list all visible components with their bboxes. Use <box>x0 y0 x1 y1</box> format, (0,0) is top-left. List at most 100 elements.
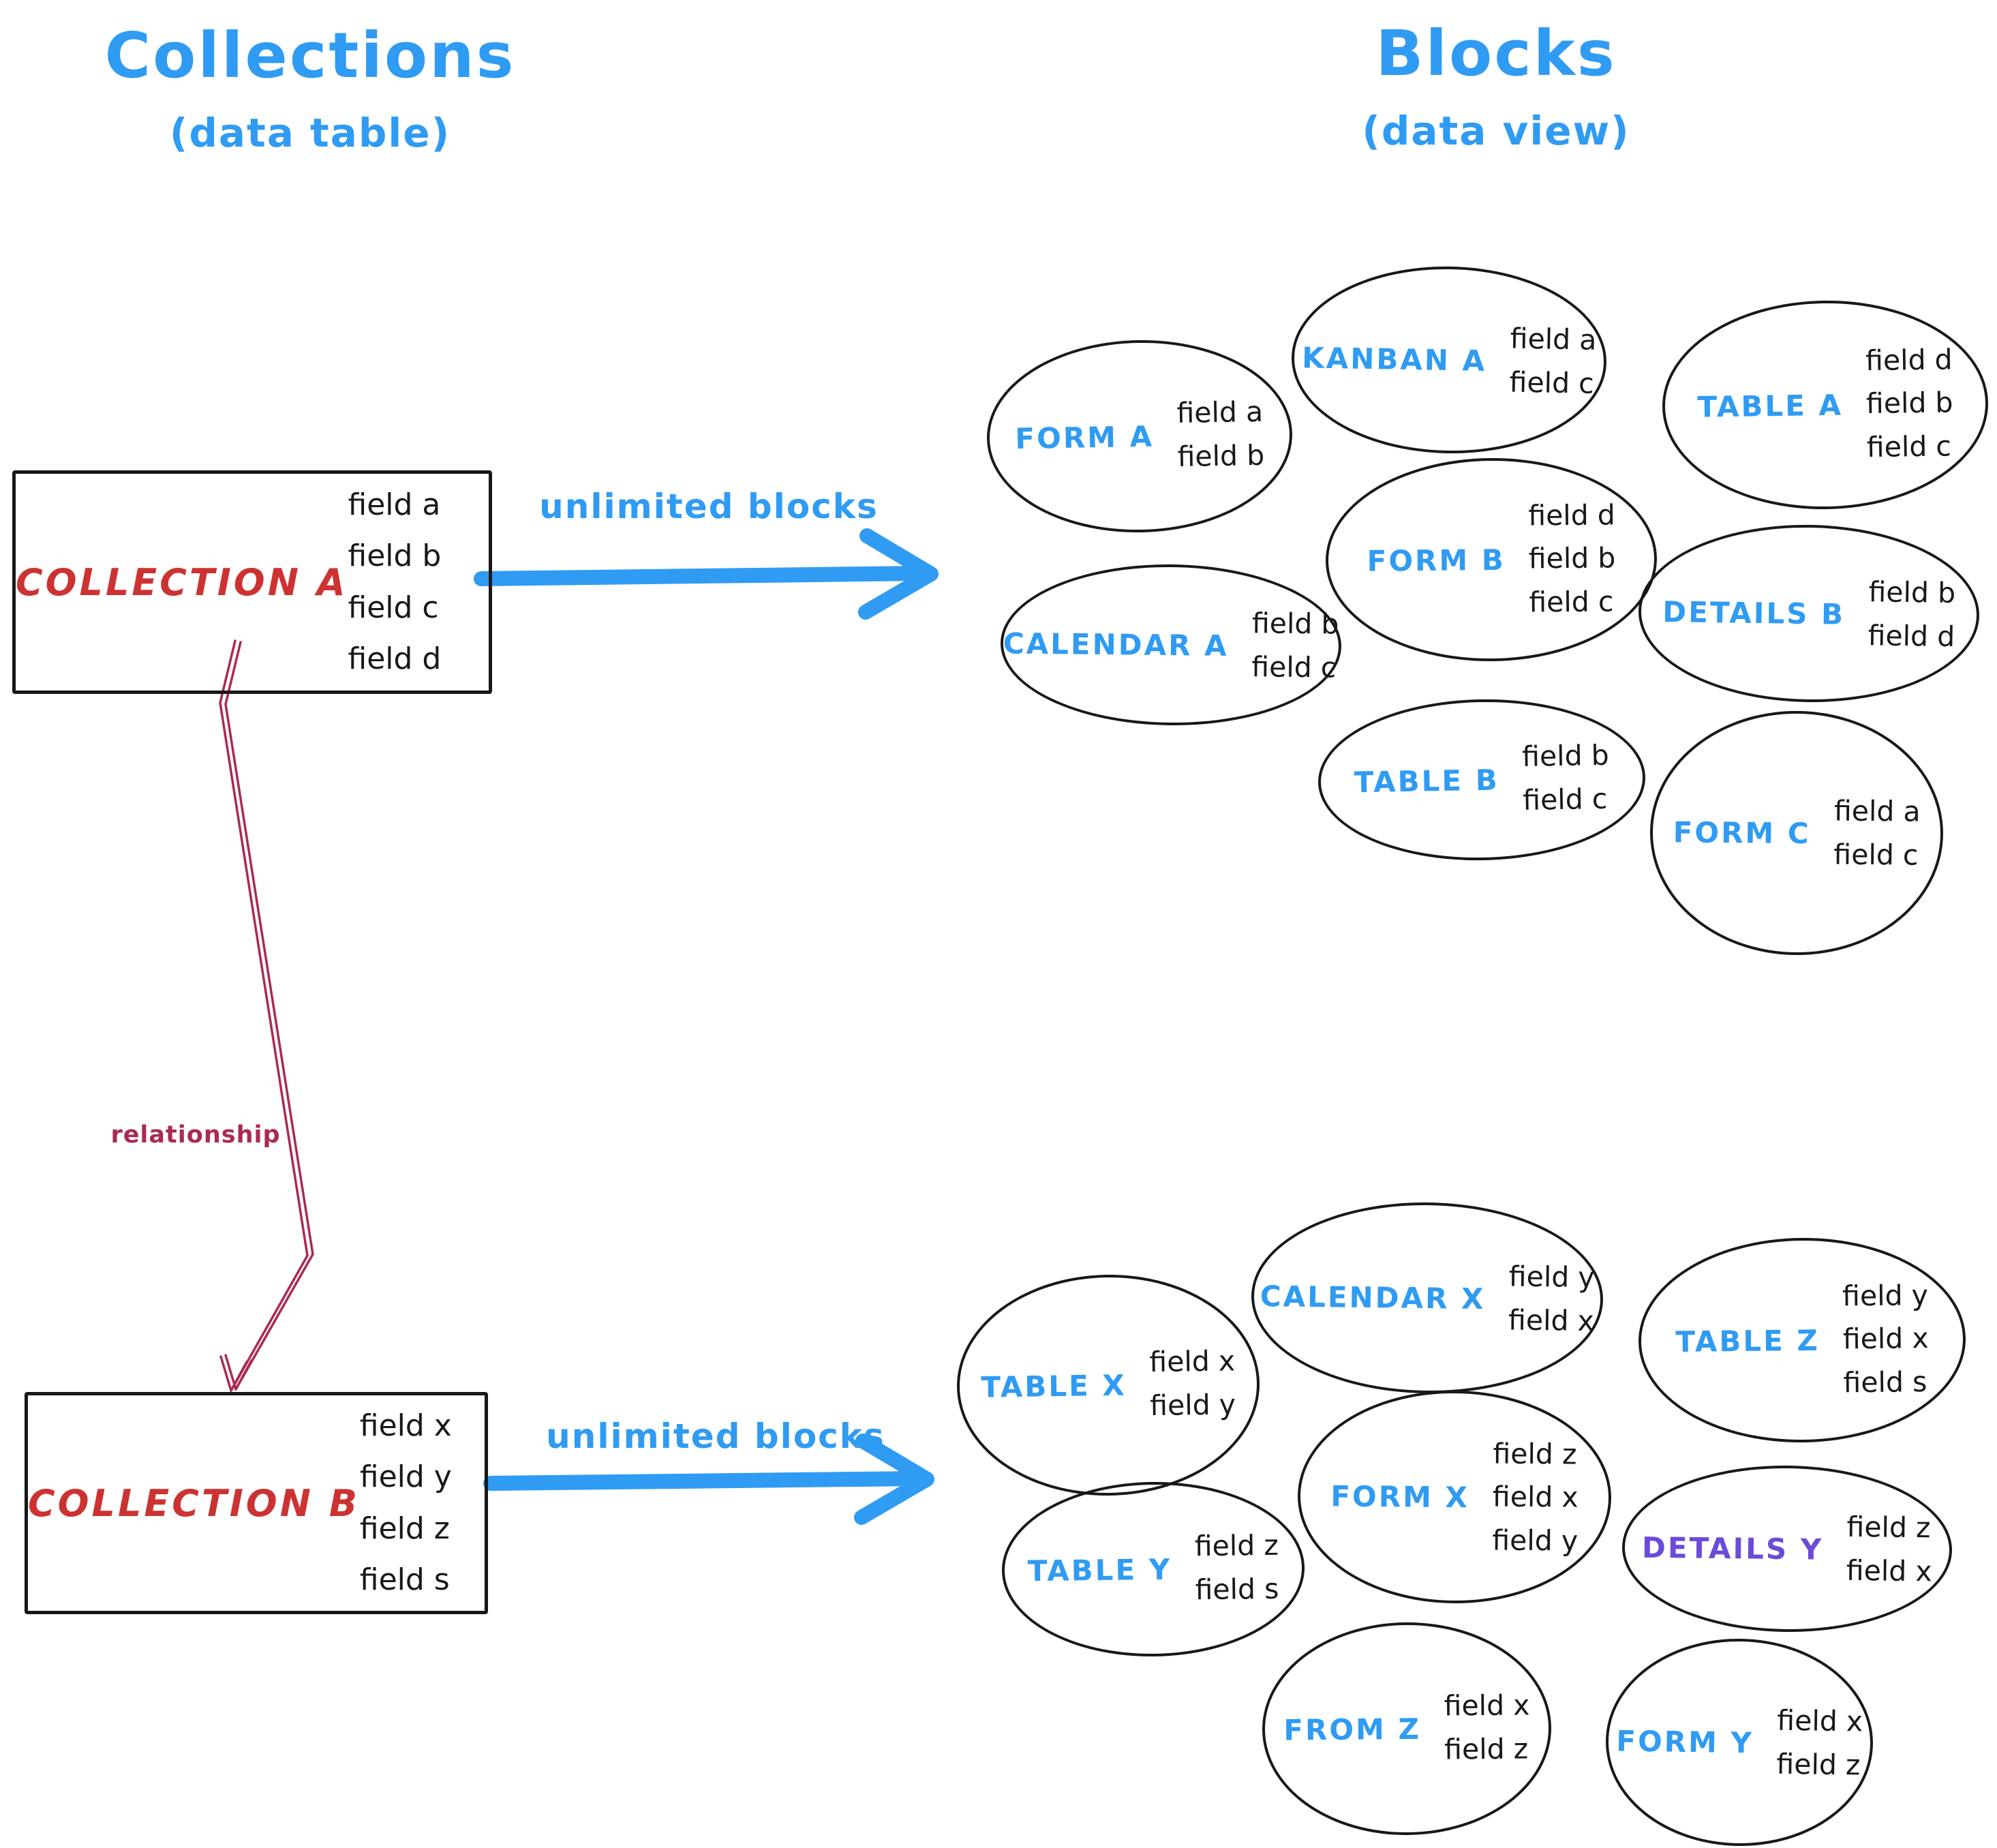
collection-a-field: field d <box>348 641 442 676</box>
unlimited-blocks-arrow-top <box>474 528 939 620</box>
block-fields: field z field x <box>1846 1506 1933 1593</box>
block-field: field b <box>1521 739 1610 774</box>
block-fields: field z field x field y <box>1492 1432 1579 1563</box>
block-field: field x <box>1444 1688 1530 1723</box>
collection-a-fields: field a field b field c field d <box>348 487 489 676</box>
block-field: field x <box>1149 1344 1236 1379</box>
block-field: field y <box>1149 1388 1236 1423</box>
block-field: field z <box>1194 1529 1279 1563</box>
block-field: field y <box>1508 1260 1595 1294</box>
block-field: field z <box>1493 1437 1577 1471</box>
block-field: field c <box>1522 782 1608 817</box>
block-label: FORM A <box>1014 419 1155 455</box>
unlimited-blocks-arrow-bottom <box>483 1434 934 1525</box>
collections-subtitle: (data table) <box>169 110 451 156</box>
collections-heading: Collections (data table) <box>78 19 542 156</box>
block-field: field y <box>1842 1278 1929 1313</box>
block-inner: FROM Z field x field z <box>1264 1624 1550 1834</box>
block-label: FROM Z <box>1283 1712 1422 1747</box>
collection-b-field: field s <box>359 1562 450 1597</box>
block-label: TABLE B <box>1354 763 1500 799</box>
block-field: field c <box>1529 585 1614 619</box>
block-fields: field y field x field s <box>1842 1274 1930 1405</box>
block-field: field y <box>1492 1524 1579 1558</box>
collection-b-field: field x <box>359 1408 452 1443</box>
block-label: TABLE X <box>981 1368 1127 1404</box>
block-table-x: TABLE X field x field y <box>955 1272 1262 1498</box>
block-field: field b <box>1865 386 1953 421</box>
collection-b-field: field z <box>359 1511 450 1546</box>
block-label: TABLE A <box>1697 388 1844 424</box>
block-field: field b <box>1251 607 1339 641</box>
block-field: field a <box>1510 322 1597 357</box>
block-label: DETAILS Y <box>1641 1530 1824 1566</box>
block-fields: field a field c <box>1509 318 1597 406</box>
block-field: field a <box>1176 395 1264 430</box>
block-field: field z <box>1444 1732 1529 1766</box>
block-details-y: DETAILS Y field z field x <box>1621 1464 1953 1634</box>
blocks-subtitle: (data view) <box>1362 108 1630 154</box>
block-label: FORM B <box>1367 543 1506 578</box>
block-inner: TABLE B field b field c <box>1320 699 1644 860</box>
block-field: field z <box>1776 1747 1861 1782</box>
block-label: DETAILS B <box>1662 594 1846 631</box>
block-field: field a <box>1833 794 1921 829</box>
block-inner: FORM X field z field x field y <box>1300 1392 1610 1602</box>
relationship-arrow <box>219 639 314 1392</box>
block-table-b: TABLE B field b field c <box>1316 696 1647 864</box>
block-fields: field a field c <box>1833 790 1921 877</box>
block-field: field c <box>1509 365 1595 400</box>
block-from-z: FROM Z field x field z <box>1261 1621 1553 1836</box>
block-inner: TABLE X field x field y <box>958 1275 1258 1495</box>
block-field: field z <box>1846 1511 1931 1545</box>
block-kanban-a: KANBAN A field a field c <box>1290 263 1609 457</box>
blocks-heading: Blocks (data view) <box>1264 17 1728 154</box>
block-field: field c <box>1833 838 1919 872</box>
collection-b-field: field y <box>359 1459 452 1495</box>
collection-a-field: field b <box>348 539 442 574</box>
unlimited-blocks-label-bottom: unlimited blocks <box>546 1417 885 1456</box>
block-inner: KANBAN A field a field c <box>1293 267 1606 453</box>
block-field: field c <box>1866 429 1952 464</box>
block-label: CALENDAR X <box>1260 1279 1486 1316</box>
block-label: KANBAN A <box>1301 340 1487 378</box>
collection-a-field: field a <box>348 487 441 522</box>
block-label: FORM Y <box>1616 1723 1754 1759</box>
block-label: FORM X <box>1330 1479 1470 1514</box>
block-fields: field b field c <box>1522 734 1611 822</box>
block-inner: DETAILS Y field z field x <box>1624 1467 1950 1631</box>
block-field: field s <box>1843 1365 1927 1399</box>
block-field: field x <box>1842 1322 1929 1356</box>
block-field: field b <box>1868 575 1956 610</box>
block-field: field x <box>1846 1554 1932 1588</box>
block-fields: field x field y <box>1149 1340 1236 1428</box>
block-field: field d <box>1528 498 1615 532</box>
block-field: field x <box>1492 1480 1579 1514</box>
block-label: CALENDAR A <box>1003 626 1229 663</box>
collection-a-label: COLLECTION A <box>16 560 348 604</box>
collection-a-box: COLLECTION A field a field b field c fie… <box>12 470 492 694</box>
block-label: TABLE Y <box>1027 1552 1172 1588</box>
